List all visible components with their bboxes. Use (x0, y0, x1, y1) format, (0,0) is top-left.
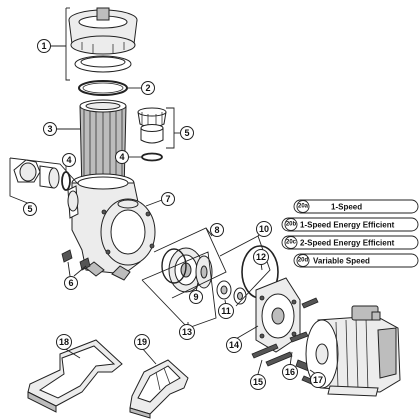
seal-plate (255, 277, 301, 353)
callout-4-left: 4 (62, 153, 76, 167)
legend-label-20a: 1-Speed (331, 203, 362, 212)
callout-4-right-label: 4 (119, 152, 124, 162)
pump-base (27, 339, 123, 413)
lid-o-ring (78, 80, 128, 96)
callout-9-label: 9 (193, 292, 198, 302)
diffuser-o-ring (161, 248, 187, 284)
callout-1: 1 (37, 39, 51, 53)
callout-2-label: 2 (145, 83, 150, 93)
legend-code-20d: 20d (298, 258, 309, 264)
callout-11-label: 11 (221, 306, 231, 316)
callout-13-label: 13 (182, 327, 192, 337)
strainer-lid-assembly (68, 7, 138, 73)
legend-label-20b: 1-Speed Energy Efficient (300, 221, 395, 230)
legend-code-20b: 20b (286, 222, 297, 228)
callout-17: 17 (310, 372, 326, 388)
diffuser-impeller (168, 247, 213, 293)
motor-legend: 20a 1-Speed 20b 1-Speed Energy Efficient… (281, 199, 419, 268)
pump-motor (305, 305, 401, 397)
callout-12: 12 (253, 249, 269, 265)
callout-3: 3 (43, 122, 57, 136)
callout-5-left: 5 (23, 202, 37, 216)
callout-1-label: 1 (41, 41, 46, 51)
callout-7: 7 (161, 192, 175, 206)
callout-15: 15 (250, 374, 266, 390)
callout-11: 11 (218, 303, 234, 319)
legend-item-20a: 20a 1-Speed (293, 199, 419, 214)
mounting-bolts (251, 297, 319, 367)
pump-housing (67, 173, 156, 281)
legend-label-20d: Variable Speed (313, 257, 370, 266)
callout-18: 18 (56, 334, 72, 350)
union-fitting-right (137, 107, 167, 144)
callout-17-label: 17 (313, 375, 323, 385)
callout-16: 16 (282, 364, 298, 380)
callout-4-left-label: 4 (66, 155, 71, 165)
callout-2: 2 (141, 81, 155, 95)
callout-3-label: 3 (47, 124, 52, 134)
legend-item-20b: 20b 1-Speed Energy Efficient (281, 217, 419, 232)
callout-19: 19 (134, 334, 150, 350)
legend-code-20c: 20c (286, 240, 297, 246)
callout-15-label: 15 (253, 377, 263, 387)
callout-16-label: 16 (285, 367, 295, 377)
callout-6-label: 6 (68, 278, 73, 288)
callout-9: 9 (189, 290, 203, 304)
callout-5-left-label: 5 (27, 204, 32, 214)
callout-18-label: 18 (59, 337, 69, 347)
callout-19-label: 19 (137, 337, 147, 347)
callout-5-right-label: 5 (184, 128, 189, 138)
callout-14-label: 14 (229, 340, 239, 350)
union-fitting-left (13, 159, 60, 189)
legend-code-20a: 20a (298, 204, 309, 210)
callout-8: 8 (210, 223, 224, 237)
callout-5-right: 5 (180, 126, 194, 140)
drain-plugs (61, 249, 91, 271)
callout-10-label: 10 (259, 224, 269, 234)
callout-4-right: 4 (115, 150, 129, 164)
shaft-seal (216, 280, 247, 305)
riser-base (129, 359, 189, 419)
callout-6: 6 (64, 276, 78, 290)
callout-7-label: 7 (165, 194, 170, 204)
union-o-ring-right (141, 152, 163, 162)
union-o-ring-left (61, 171, 71, 191)
callout-13: 13 (179, 324, 195, 340)
callout-14: 14 (226, 337, 242, 353)
legend-item-20d: 20d Variable Speed (293, 253, 419, 268)
callout-10: 10 (256, 221, 272, 237)
callout-12-label: 12 (256, 252, 266, 262)
callout-8-label: 8 (214, 225, 219, 235)
legend-item-20c: 20c 2-Speed Energy Efficient (281, 235, 419, 250)
legend-label-20c: 2-Speed Energy Efficient (300, 239, 395, 248)
